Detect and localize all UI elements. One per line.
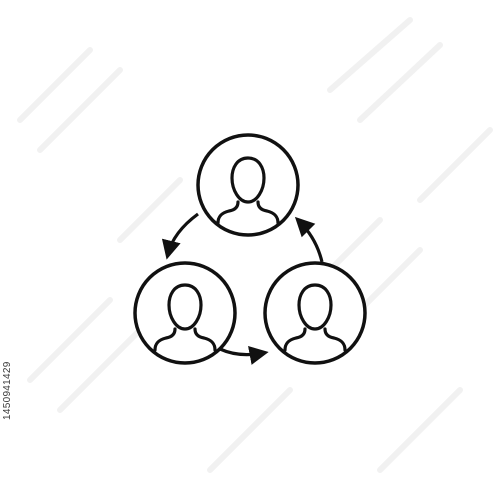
person-avatar-bottom-right	[263, 261, 367, 365]
person-avatar-bottom-left	[133, 261, 237, 365]
arrow-top-to-left-icon	[161, 212, 199, 260]
arrow-left-to-right-icon	[219, 346, 269, 365]
stock-id-label: 1450941429	[2, 361, 13, 420]
arrow-right-to-top-icon	[294, 216, 324, 263]
person-avatar-top	[196, 133, 300, 237]
